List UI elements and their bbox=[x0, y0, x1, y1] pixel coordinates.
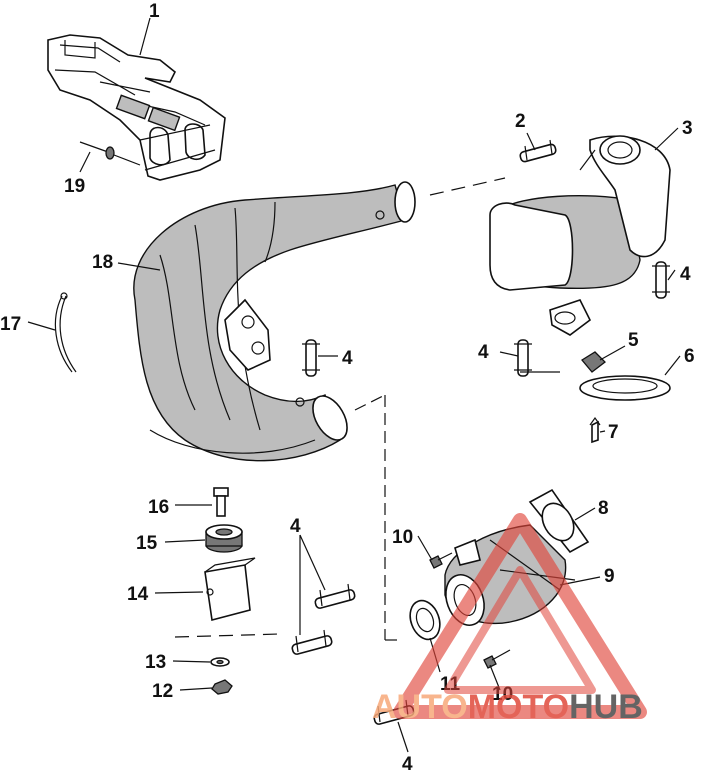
part-6-gasket bbox=[579, 375, 671, 401]
callout-4-mid-right: 4 bbox=[478, 342, 489, 363]
spring-part-4-center bbox=[302, 339, 320, 377]
watermark-moto: MOTO bbox=[468, 688, 569, 726]
watermark-hub: HUB bbox=[569, 688, 643, 726]
part-12-nut bbox=[211, 679, 233, 695]
callout-1: 1 bbox=[149, 1, 160, 22]
part-7-pin bbox=[589, 416, 601, 444]
spring-part-4-lower-a bbox=[314, 583, 356, 609]
part-15-bushing bbox=[205, 524, 243, 553]
callout-4-center: 4 bbox=[342, 348, 353, 369]
callout-3: 3 bbox=[682, 118, 693, 139]
callout-10-upper: 10 bbox=[392, 527, 413, 548]
callout-18: 18 bbox=[92, 252, 113, 273]
callout-2: 2 bbox=[515, 111, 526, 132]
part-17-strap bbox=[54, 292, 77, 373]
spring-part-4-right bbox=[652, 261, 670, 299]
svg-text:AUTOMOTOHUB: AUTOMOTOHUB bbox=[372, 688, 643, 726]
spring-part-4-lower-b bbox=[291, 629, 333, 655]
callout-19: 19 bbox=[64, 176, 85, 197]
callout-4-bottom: 4 bbox=[402, 754, 413, 771]
part-1-bracket bbox=[47, 34, 226, 181]
part-14-bracket bbox=[204, 557, 256, 622]
spring-part-4-mid-right bbox=[514, 339, 532, 377]
part-8-flange bbox=[528, 488, 590, 554]
spring-part-2 bbox=[519, 139, 557, 163]
part-16-bolt bbox=[213, 487, 229, 517]
callout-7: 7 bbox=[608, 422, 619, 443]
part-10-bolt-upper bbox=[429, 552, 453, 569]
part-19-rivet bbox=[79, 141, 141, 166]
part-13-washer bbox=[210, 657, 230, 667]
callout-12: 12 bbox=[152, 681, 173, 702]
part-18-expansion-chamber bbox=[133, 181, 416, 462]
watermark-auto: AUTO bbox=[372, 688, 468, 726]
part-5-washer bbox=[581, 351, 606, 373]
callout-14: 14 bbox=[127, 584, 149, 605]
leader-lines bbox=[27, 17, 681, 753]
part-11-gasket bbox=[409, 599, 441, 641]
callout-4-lower: 4 bbox=[290, 516, 301, 537]
automotohub-watermark: AUTOMOTOHUB bbox=[372, 513, 647, 726]
callout-17: 17 bbox=[0, 314, 21, 335]
callout-8: 8 bbox=[598, 498, 609, 519]
callout-15: 15 bbox=[136, 533, 158, 554]
callout-9: 9 bbox=[604, 566, 615, 587]
callout-6: 6 bbox=[684, 346, 695, 367]
callout-5: 5 bbox=[628, 330, 639, 351]
callout-13: 13 bbox=[145, 652, 166, 673]
part-10-bolt-lower bbox=[483, 649, 511, 669]
callout-16: 16 bbox=[148, 497, 169, 518]
part-3-muffler bbox=[489, 135, 671, 336]
callout-4-right: 4 bbox=[680, 264, 691, 285]
